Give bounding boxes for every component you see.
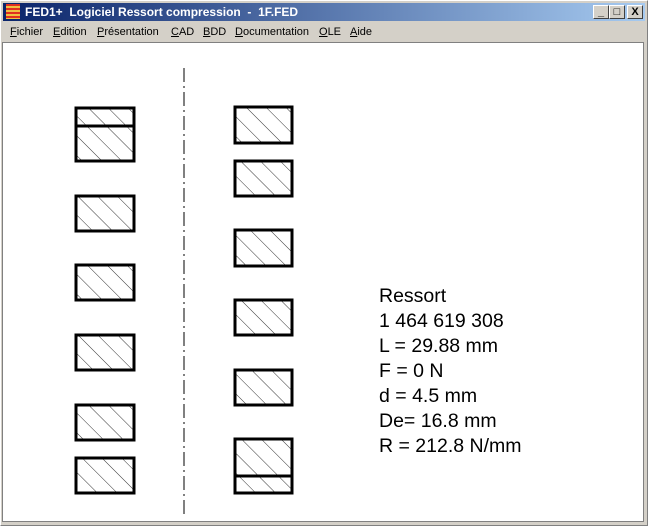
- coil-section: [233, 228, 294, 268]
- minimize-button[interactable]: _: [593, 5, 609, 19]
- info-wire-diameter: d = 4.5 mm: [379, 385, 478, 407]
- coil-section: [233, 437, 294, 495]
- window-title: FED1+ Logiciel Ressort compression - 1F.…: [25, 5, 299, 19]
- coil-section: [74, 456, 136, 495]
- info-reference: 1 464 619 308: [379, 310, 504, 332]
- info-rate: R = 212.8 N/mm: [379, 435, 522, 457]
- menu-documentation[interactable]: Documentation: [235, 26, 309, 38]
- app-icon[interactable]: [6, 4, 20, 19]
- coil-section: [74, 403, 136, 442]
- info-outer-diameter: De= 16.8 mm: [379, 410, 497, 432]
- coil-section: [233, 368, 294, 407]
- coil-section: [74, 194, 136, 233]
- info-force: F = 0 N: [379, 360, 444, 382]
- info-title: Ressort: [379, 285, 447, 307]
- menu-presentation[interactable]: Présentation: [97, 26, 159, 38]
- coil-section: [233, 105, 294, 145]
- menu-edition[interactable]: Edition: [53, 26, 87, 38]
- info-length: L = 29.88 mm: [379, 335, 499, 357]
- menu-fichier[interactable]: Fichier: [10, 26, 44, 38]
- title-bar[interactable]: FED1+ Logiciel Ressort compression - 1F.…: [3, 3, 645, 21]
- coil-section: [233, 159, 294, 198]
- menu-aide[interactable]: Aide: [350, 26, 373, 38]
- menu-cad[interactable]: CAD: [171, 26, 195, 38]
- close-button[interactable]: X: [627, 5, 643, 19]
- coil-section: [74, 333, 136, 372]
- coil-section: [74, 106, 136, 163]
- menu-bdd[interactable]: BDD: [203, 26, 227, 38]
- coil-section: [74, 263, 136, 302]
- maximize-button[interactable]: □: [609, 5, 625, 19]
- spring-info: Ressort 1 464 619 308 L = 29.88 mm F = 0…: [379, 284, 522, 459]
- coil-section: [233, 298, 294, 337]
- menu-bar: Fichier Edition Présentation CAD BDD Doc…: [3, 23, 645, 42]
- menu-ole[interactable]: OLE: [319, 26, 342, 38]
